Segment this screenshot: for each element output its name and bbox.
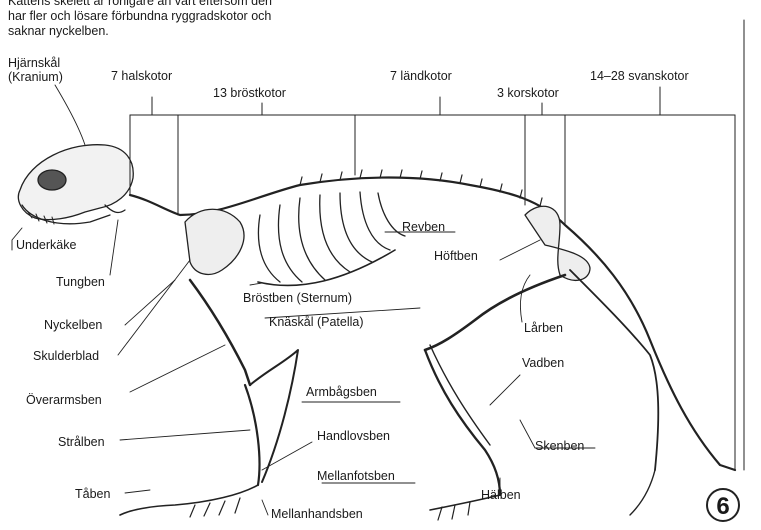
label-taben: Tåben [75, 487, 110, 501]
rib [378, 193, 405, 236]
radius [245, 385, 259, 485]
front-paw [120, 485, 258, 515]
label-brostkotor: 13 bröstkotor [213, 86, 286, 100]
label-halben: Hälben [481, 488, 521, 502]
label-nyckelben: Nyckelben [44, 318, 102, 332]
label-vadben: Vadben [522, 356, 564, 370]
label-armbagsben: Armbågsben [306, 385, 377, 399]
pelvis [525, 206, 590, 280]
label-skulderblad: Skulderblad [33, 349, 99, 363]
label-korskotor: 3 korskotor [497, 86, 559, 100]
label-landkotor: 7 ländkotor [390, 69, 452, 83]
femur [425, 275, 565, 350]
label-knaskal: Knäskål (Patella) [269, 315, 364, 329]
label-larben: Lårben [524, 321, 563, 335]
label-halskotor: 7 halskotor [111, 69, 172, 83]
label-mellanhandsben: Mellanhandsben [271, 507, 363, 521]
label-svanskotor: 14–28 svanskotor [590, 69, 689, 83]
vertebral-spines [300, 170, 542, 206]
eye-socket [38, 170, 66, 190]
label-kranium-2: (Kranium) [8, 70, 63, 84]
label-stralben: Strålben [58, 435, 105, 449]
rib [299, 198, 325, 280]
tibia [425, 350, 500, 495]
label-handlovsben: Handlovsben [317, 429, 390, 443]
label-overarmsben: Överarmsben [26, 393, 102, 407]
label-brostben: Bröstben (Sternum) [243, 291, 352, 305]
skull [18, 145, 133, 220]
rib [360, 192, 390, 250]
fibula [430, 345, 490, 445]
humerus [190, 280, 250, 385]
rib [258, 215, 280, 282]
intro-text-line-2: har fler och lösare förbundna ryggradsko… [8, 9, 271, 24]
scapula [185, 209, 244, 274]
intro-text-line-3: saknar nyckelben. [8, 24, 109, 39]
rib [320, 195, 350, 272]
intro-text-line-1: Kattens skelett är rörligare än vårt eft… [8, 0, 272, 9]
page-number: 6 [706, 488, 740, 522]
label-mellanfotsben: Mellanfotsben [317, 469, 395, 483]
label-revben: Revben [402, 220, 445, 234]
label-tungben: Tungben [56, 275, 105, 289]
label-kranium-1: Hjärnskål [8, 56, 60, 70]
label-underkake: Underkäke [16, 238, 76, 252]
label-hoftben: Höftben [434, 249, 478, 263]
label-skenben: Skenben [535, 439, 584, 453]
ulna [250, 350, 298, 482]
